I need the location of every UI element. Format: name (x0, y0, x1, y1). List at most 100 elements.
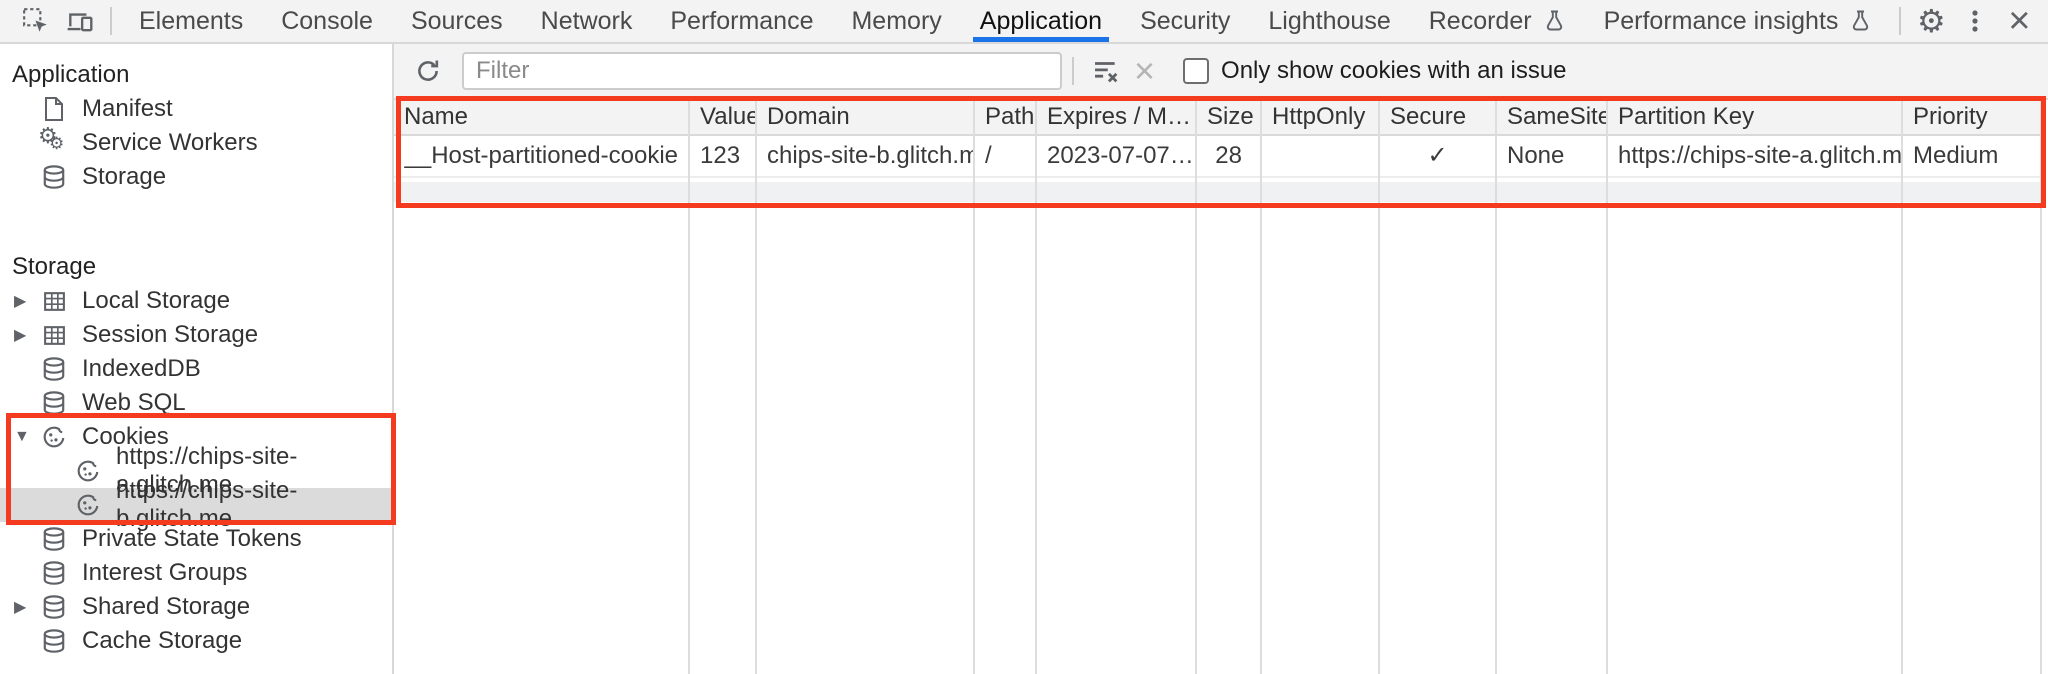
table-column-name: Name __Host-partitioned-cookie (394, 100, 690, 674)
tab-label: Elements (139, 7, 244, 35)
table-column-path: Path / (975, 100, 1037, 674)
tab-performance[interactable]: Performance (651, 0, 832, 42)
tab-lighthouse[interactable]: Lighthouse (1249, 0, 1409, 42)
column-header-samesite[interactable]: SameSite (1497, 100, 1606, 136)
cell-domain[interactable]: chips-site-b.glitch.me (757, 136, 973, 178)
row-spacer (1262, 178, 1378, 182)
cell-priority[interactable]: Medium (1903, 136, 2040, 178)
toolbar-divider (1072, 57, 1074, 85)
cell-value[interactable]: 123 (690, 136, 755, 178)
clear-filter-icon[interactable] (1084, 50, 1128, 92)
tab-elements[interactable]: Elements (120, 0, 262, 42)
filler-row-stripe (1608, 182, 1901, 202)
cell-expires[interactable]: 2023-07-07… (1037, 136, 1195, 178)
table-empty-area (975, 202, 1035, 674)
sidebar-item-cookies-site-b[interactable]: https://chips-site-b.glitch.me (0, 477, 392, 532)
column-header-domain[interactable]: Domain (757, 100, 973, 136)
column-header-value[interactable]: Value (690, 100, 755, 136)
column-header-expires[interactable]: Expires / M… (1037, 100, 1195, 136)
cell-samesite[interactable]: None (1497, 136, 1606, 178)
tab-performance-insights[interactable]: Performance insights (1585, 0, 1892, 42)
cell-name[interactable]: __Host-partitioned-cookie (394, 136, 688, 178)
column-header-partition-key[interactable]: Partition Key (1608, 100, 1901, 136)
tab-console[interactable]: Console (262, 0, 392, 42)
sidebar-item-label: Cache Storage (82, 627, 243, 654)
tab-memory[interactable]: Memory (832, 0, 960, 42)
cookies-table: Name __Host-partitioned-cookie Value 123… (394, 100, 2042, 674)
more-options-icon[interactable] (1953, 0, 1997, 42)
tab-recorder[interactable]: Recorder (1410, 0, 1585, 42)
sidebar-item-service-workers[interactable]: ⚙ ⚙ Service Workers (0, 123, 392, 160)
sidebar-item-cookies-site-a[interactable]: https://chips-site-a.glitch.me (0, 443, 392, 498)
sidebar-item-label: Service Workers (82, 129, 258, 156)
database-icon (40, 627, 68, 655)
cookie-icon (74, 491, 102, 519)
tab-security[interactable]: Security (1121, 0, 1249, 42)
sidebar-item-label: Session Storage (82, 321, 259, 348)
device-toolbar-icon[interactable] (58, 0, 102, 42)
sidebar-item-cache-storage[interactable]: Cache Storage (0, 624, 392, 658)
sidebar-item-indexeddb[interactable]: IndexedDB (0, 352, 392, 386)
column-header-size[interactable]: Size (1197, 100, 1260, 136)
cell-secure-checkmark[interactable]: ✓ (1380, 136, 1495, 178)
sidebar-item-shared-storage[interactable]: ▶ Shared Storage (0, 590, 392, 624)
column-header-secure[interactable]: Secure (1380, 100, 1495, 136)
table-empty-area (1903, 202, 2040, 674)
tab-sources[interactable]: Sources (392, 0, 522, 42)
sidebar-item-storage[interactable]: Storage (0, 160, 392, 194)
cell-partition-key[interactable]: https://chips-site-a.glitch.me (1608, 136, 1901, 178)
sidebar-item-cookies[interactable]: ▼ Cookies (0, 420, 392, 454)
chevron-right-icon[interactable]: ▶ (14, 293, 27, 310)
tab-label: Network (540, 7, 633, 35)
device-toggle-icon (67, 13, 93, 32)
sidebar-item-label: Shared Storage (82, 593, 251, 620)
tab-network[interactable]: Network (522, 0, 652, 42)
filter-input[interactable] (462, 52, 1062, 90)
sidebar-item-interest-groups[interactable]: Interest Groups (0, 556, 392, 590)
sidebar-item-local-storage[interactable]: ▶ Local Storage (0, 284, 392, 318)
column-header-path[interactable]: Path (975, 100, 1035, 136)
sidebar-item-session-storage[interactable]: ▶ Session Storage (0, 318, 392, 352)
cell-size[interactable]: 28 (1197, 136, 1260, 178)
chevron-right-icon[interactable]: ▶ (14, 327, 27, 344)
filler-row-stripe (1037, 182, 1195, 202)
sidebar-item-web-sql[interactable]: Web SQL (0, 386, 392, 420)
filler-row-stripe (975, 182, 1035, 202)
only-issue-checkbox[interactable] (1183, 58, 1210, 84)
tab-label: Performance (670, 7, 814, 35)
sidebar-item-label: Manifest (82, 95, 173, 122)
chevron-right-icon[interactable]: ▶ (14, 599, 27, 616)
sidebar-item-label: Storage (82, 163, 167, 190)
clear-icon-disabled[interactable]: × (1134, 50, 1156, 91)
sidebar-item-manifest[interactable]: Manifest (0, 92, 392, 126)
tab-label: Sources (410, 7, 503, 35)
table-column-expires: Expires / M… 2023-07-07… (1037, 100, 1197, 674)
table-empty-area (394, 202, 688, 674)
column-header-name[interactable]: Name (394, 100, 688, 136)
sidebar-item-label: Cookies (82, 423, 169, 450)
row-spacer (975, 178, 1035, 182)
gear-glyph: ⚙ (1917, 3, 1946, 39)
filler-row-stripe (757, 182, 973, 202)
refresh-icon[interactable] (406, 50, 450, 92)
chevron-down-icon[interactable]: ▼ (14, 428, 30, 445)
tab-application[interactable]: Application (961, 0, 1121, 42)
tab-label: Lighthouse (1268, 7, 1391, 35)
cell-path[interactable]: / (975, 136, 1035, 178)
experiment-flask-icon (1546, 10, 1562, 31)
close-devtools-icon[interactable]: × (1997, 0, 2041, 42)
settings-gear-icon[interactable]: ⚙ (1909, 0, 1953, 42)
sidebar-item-private-state-tokens[interactable]: Private State Tokens (0, 522, 392, 556)
tab-label: Recorder (1428, 7, 1532, 35)
clear-list-icon (1095, 62, 1118, 83)
column-header-httponly[interactable]: HttpOnly (1262, 100, 1378, 136)
table-column-partition-key: Partition Key https://chips-site-a.glitc… (1608, 100, 1903, 674)
only-issue-label[interactable]: Only show cookies with an issue (1221, 57, 1567, 84)
gear-glyph: ⚙ (38, 123, 58, 148)
column-header-priority[interactable]: Priority (1903, 100, 2040, 136)
sidebar-item-label: Web SQL (82, 389, 186, 416)
row-spacer (1380, 178, 1495, 182)
cell-httponly[interactable] (1262, 136, 1378, 178)
inspect-element-icon[interactable] (14, 0, 58, 42)
sidebar-section-storage: Storage (12, 253, 97, 280)
